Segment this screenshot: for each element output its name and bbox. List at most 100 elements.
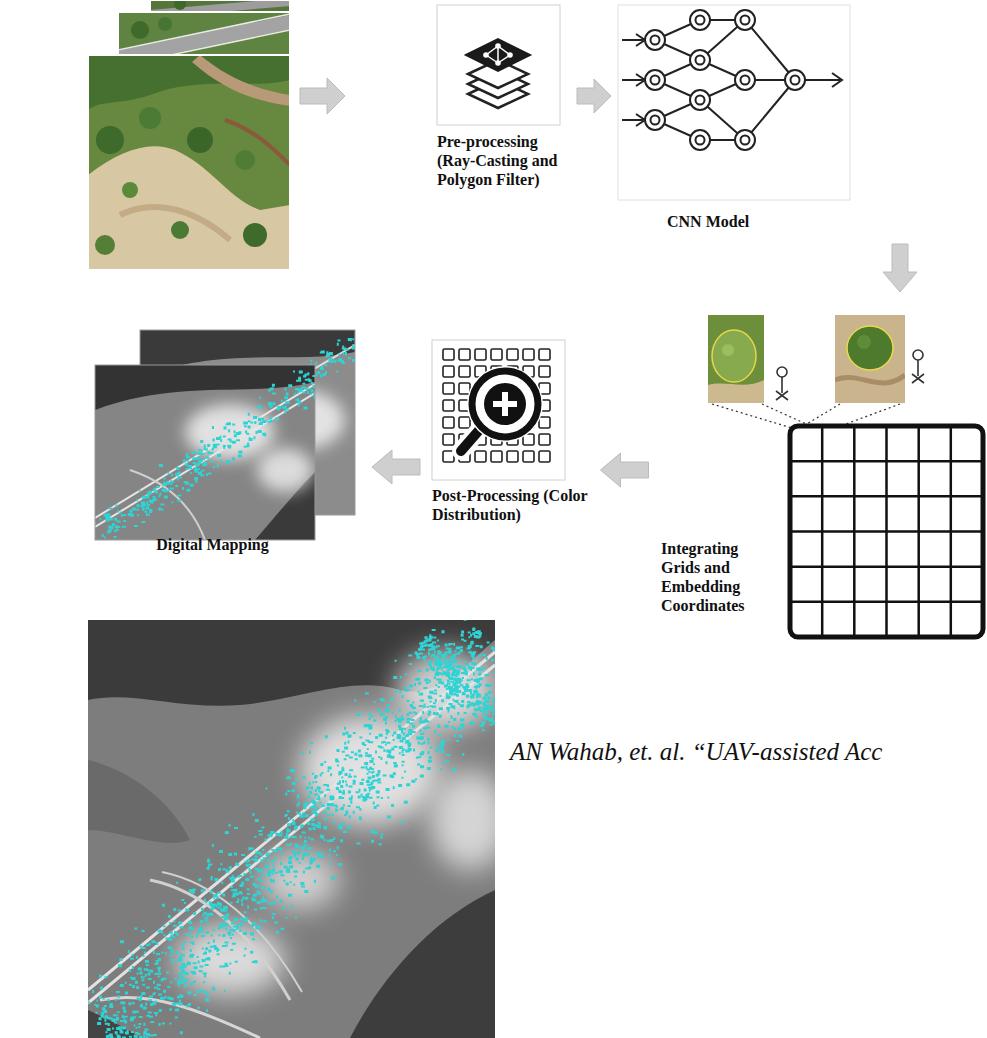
aerial-photo — [139, 107, 161, 129]
layers-icon — [495, 43, 501, 49]
detection-dots — [95, 370, 315, 540]
magnifier-icon — [472, 371, 538, 437]
grid-square — [539, 366, 550, 377]
grid-square — [507, 349, 518, 360]
grid-square — [523, 451, 534, 462]
result-map — [88, 652, 495, 1003]
grid-square — [475, 451, 486, 462]
grid-square — [443, 383, 454, 394]
magnifier-icon — [432, 340, 565, 480]
aerial-photo — [187, 127, 213, 153]
magnifier-icon — [467, 366, 543, 442]
aerial-photo — [235, 150, 255, 170]
tree-crop — [835, 315, 905, 403]
location-pin — [776, 350, 924, 400]
grid-square — [507, 451, 518, 462]
neural-network-icon — [690, 90, 710, 110]
magnifier-icon — [432, 340, 565, 480]
aerial-photo — [96, 126, 124, 154]
location-pin — [913, 350, 923, 360]
neural-network-icon — [651, 36, 660, 45]
layers-icon — [437, 5, 560, 125]
layers-icon — [495, 60, 501, 66]
detection-dots — [88, 620, 495, 1038]
result-map — [88, 760, 190, 843]
process-step: CNN Model — [615, 5, 985, 231]
layers-icon — [437, 5, 560, 125]
layers-icon — [507, 52, 513, 58]
grid-square — [539, 451, 550, 462]
neural-network-icon — [690, 130, 710, 150]
step-label: Post-Processing (Color Distribution) — [432, 486, 594, 524]
aerial-photo — [192, 55, 290, 106]
neural-network-icon — [618, 5, 850, 200]
flow-arrow — [372, 450, 420, 484]
grid-square — [443, 366, 454, 377]
neural-network-icon — [785, 70, 805, 90]
aerial-photo — [95, 235, 115, 255]
aerial-photo — [88, 55, 290, 270]
tree-crop — [857, 335, 871, 349]
photo-border — [88, 55, 290, 270]
tree-crop — [835, 315, 905, 403]
process-step: Post-Processing (Color Distribution) — [432, 340, 594, 524]
tree-crop — [847, 326, 893, 370]
flow-arrow — [601, 453, 649, 487]
step-label: Integrating Grids and Embedding Coordina… — [661, 539, 779, 615]
grid-square — [443, 349, 454, 360]
aerial-photo — [88, 55, 290, 270]
neural-network-icon — [651, 76, 660, 85]
coordinate-grid — [790, 426, 983, 637]
output-step: Digital Mapping — [95, 325, 360, 554]
aerial-photo — [158, 17, 172, 31]
grid-square — [539, 417, 550, 428]
grid-square — [539, 349, 550, 360]
tree-crop — [722, 344, 734, 356]
neural-network-icon — [696, 136, 705, 145]
tree-crop — [708, 315, 764, 403]
aerial-photo — [118, 14, 290, 50]
neural-network-icon — [791, 76, 800, 85]
neural-network-icon — [618, 5, 850, 200]
detection-dots — [408, 629, 495, 731]
result-map — [88, 620, 495, 1038]
grid-square — [539, 434, 550, 445]
step-label: Digital Mapping — [95, 535, 330, 554]
neural-network-icon — [651, 116, 660, 125]
magnifier-icon — [493, 401, 517, 407]
map-image — [95, 370, 315, 540]
aerial-photo — [88, 55, 290, 110]
location-pin — [776, 377, 788, 400]
aerial-photo — [243, 223, 267, 247]
layers-icon — [468, 60, 528, 88]
neural-network-icon — [741, 16, 750, 25]
layers-icon — [466, 39, 530, 71]
flow-arrow — [577, 79, 611, 113]
coordinate-grid — [790, 426, 983, 637]
process-step: Pre-processing (Ray-Casting and Polygon … — [433, 5, 573, 189]
neural-network-icon — [645, 70, 665, 90]
tree-crop — [708, 380, 764, 403]
aerial-photo — [118, 22, 290, 58]
result-map — [88, 1010, 140, 1038]
neural-network-icon — [735, 130, 755, 150]
neural-network-icon — [655, 20, 795, 140]
magnifier-icon — [461, 428, 481, 451]
neural-network-icon — [735, 70, 755, 90]
neural-network-icon — [645, 110, 665, 130]
aerial-photo — [174, 0, 186, 10]
location-pin — [777, 367, 787, 377]
coordinate-grid — [790, 426, 983, 637]
result-map — [88, 620, 495, 1038]
layers-icon — [483, 52, 489, 58]
step-label: CNN Model — [667, 212, 867, 231]
aerial-photo — [122, 182, 138, 198]
grid-square — [459, 383, 470, 394]
tree-crop — [712, 330, 756, 382]
grid-square — [443, 417, 454, 428]
result-map — [430, 770, 495, 870]
grid-square — [459, 349, 470, 360]
neural-network-icon — [645, 10, 805, 150]
